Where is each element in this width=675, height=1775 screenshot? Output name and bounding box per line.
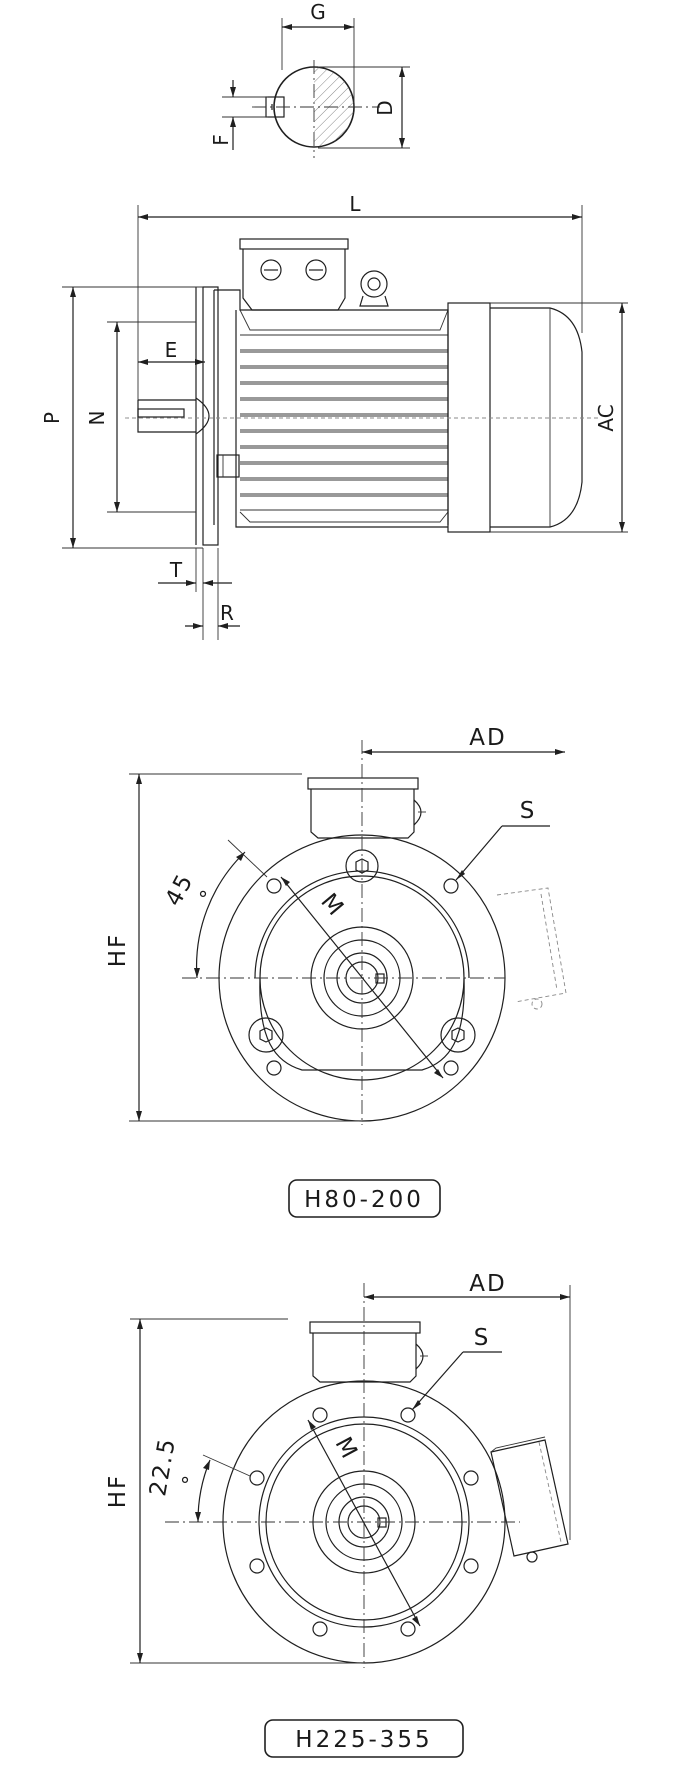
model-tag-h225-355-text: H225-355 bbox=[295, 1727, 432, 1753]
model-tag-h80-200-text: H80-200 bbox=[304, 1187, 424, 1213]
front-view-h80-200: AD bbox=[105, 725, 567, 1218]
label-n: N bbox=[85, 411, 109, 426]
label-e: E bbox=[165, 338, 178, 362]
label-ad-top: AD bbox=[469, 725, 506, 751]
label-degree-bottom: ° bbox=[180, 1473, 190, 1497]
label-g: G bbox=[310, 0, 326, 24]
label-m-top: M bbox=[315, 889, 349, 922]
cooling-fins bbox=[239, 334, 449, 523]
motor-side-view: L bbox=[40, 192, 628, 640]
label-f: F bbox=[209, 134, 233, 146]
label-ad-bottom: AD bbox=[469, 1271, 506, 1297]
label-l: L bbox=[349, 192, 361, 216]
label-ac: AC bbox=[594, 404, 618, 431]
label-p: P bbox=[40, 412, 64, 424]
model-tag-h80-200 bbox=[288, 1179, 441, 1218]
label-t: T bbox=[169, 558, 183, 582]
front-view-h225-355: AD M bbox=[105, 1271, 571, 1758]
label-d: D bbox=[373, 100, 397, 115]
label-r: R bbox=[220, 601, 234, 625]
label-hf-top: HF bbox=[105, 933, 131, 968]
shaft-section-view: G D F bbox=[209, 0, 410, 158]
label-hf-bottom: HF bbox=[105, 1474, 131, 1509]
label-s-top: S bbox=[520, 798, 537, 824]
label-m-bottom: M bbox=[330, 1433, 363, 1465]
label-s-bottom: S bbox=[474, 1325, 491, 1351]
model-tag-h225-355 bbox=[264, 1719, 464, 1758]
label-angle-top: 45 bbox=[161, 869, 200, 911]
label-degree-top: ° bbox=[198, 887, 208, 911]
label-angle-bottom: 22.5 bbox=[145, 1435, 181, 1498]
